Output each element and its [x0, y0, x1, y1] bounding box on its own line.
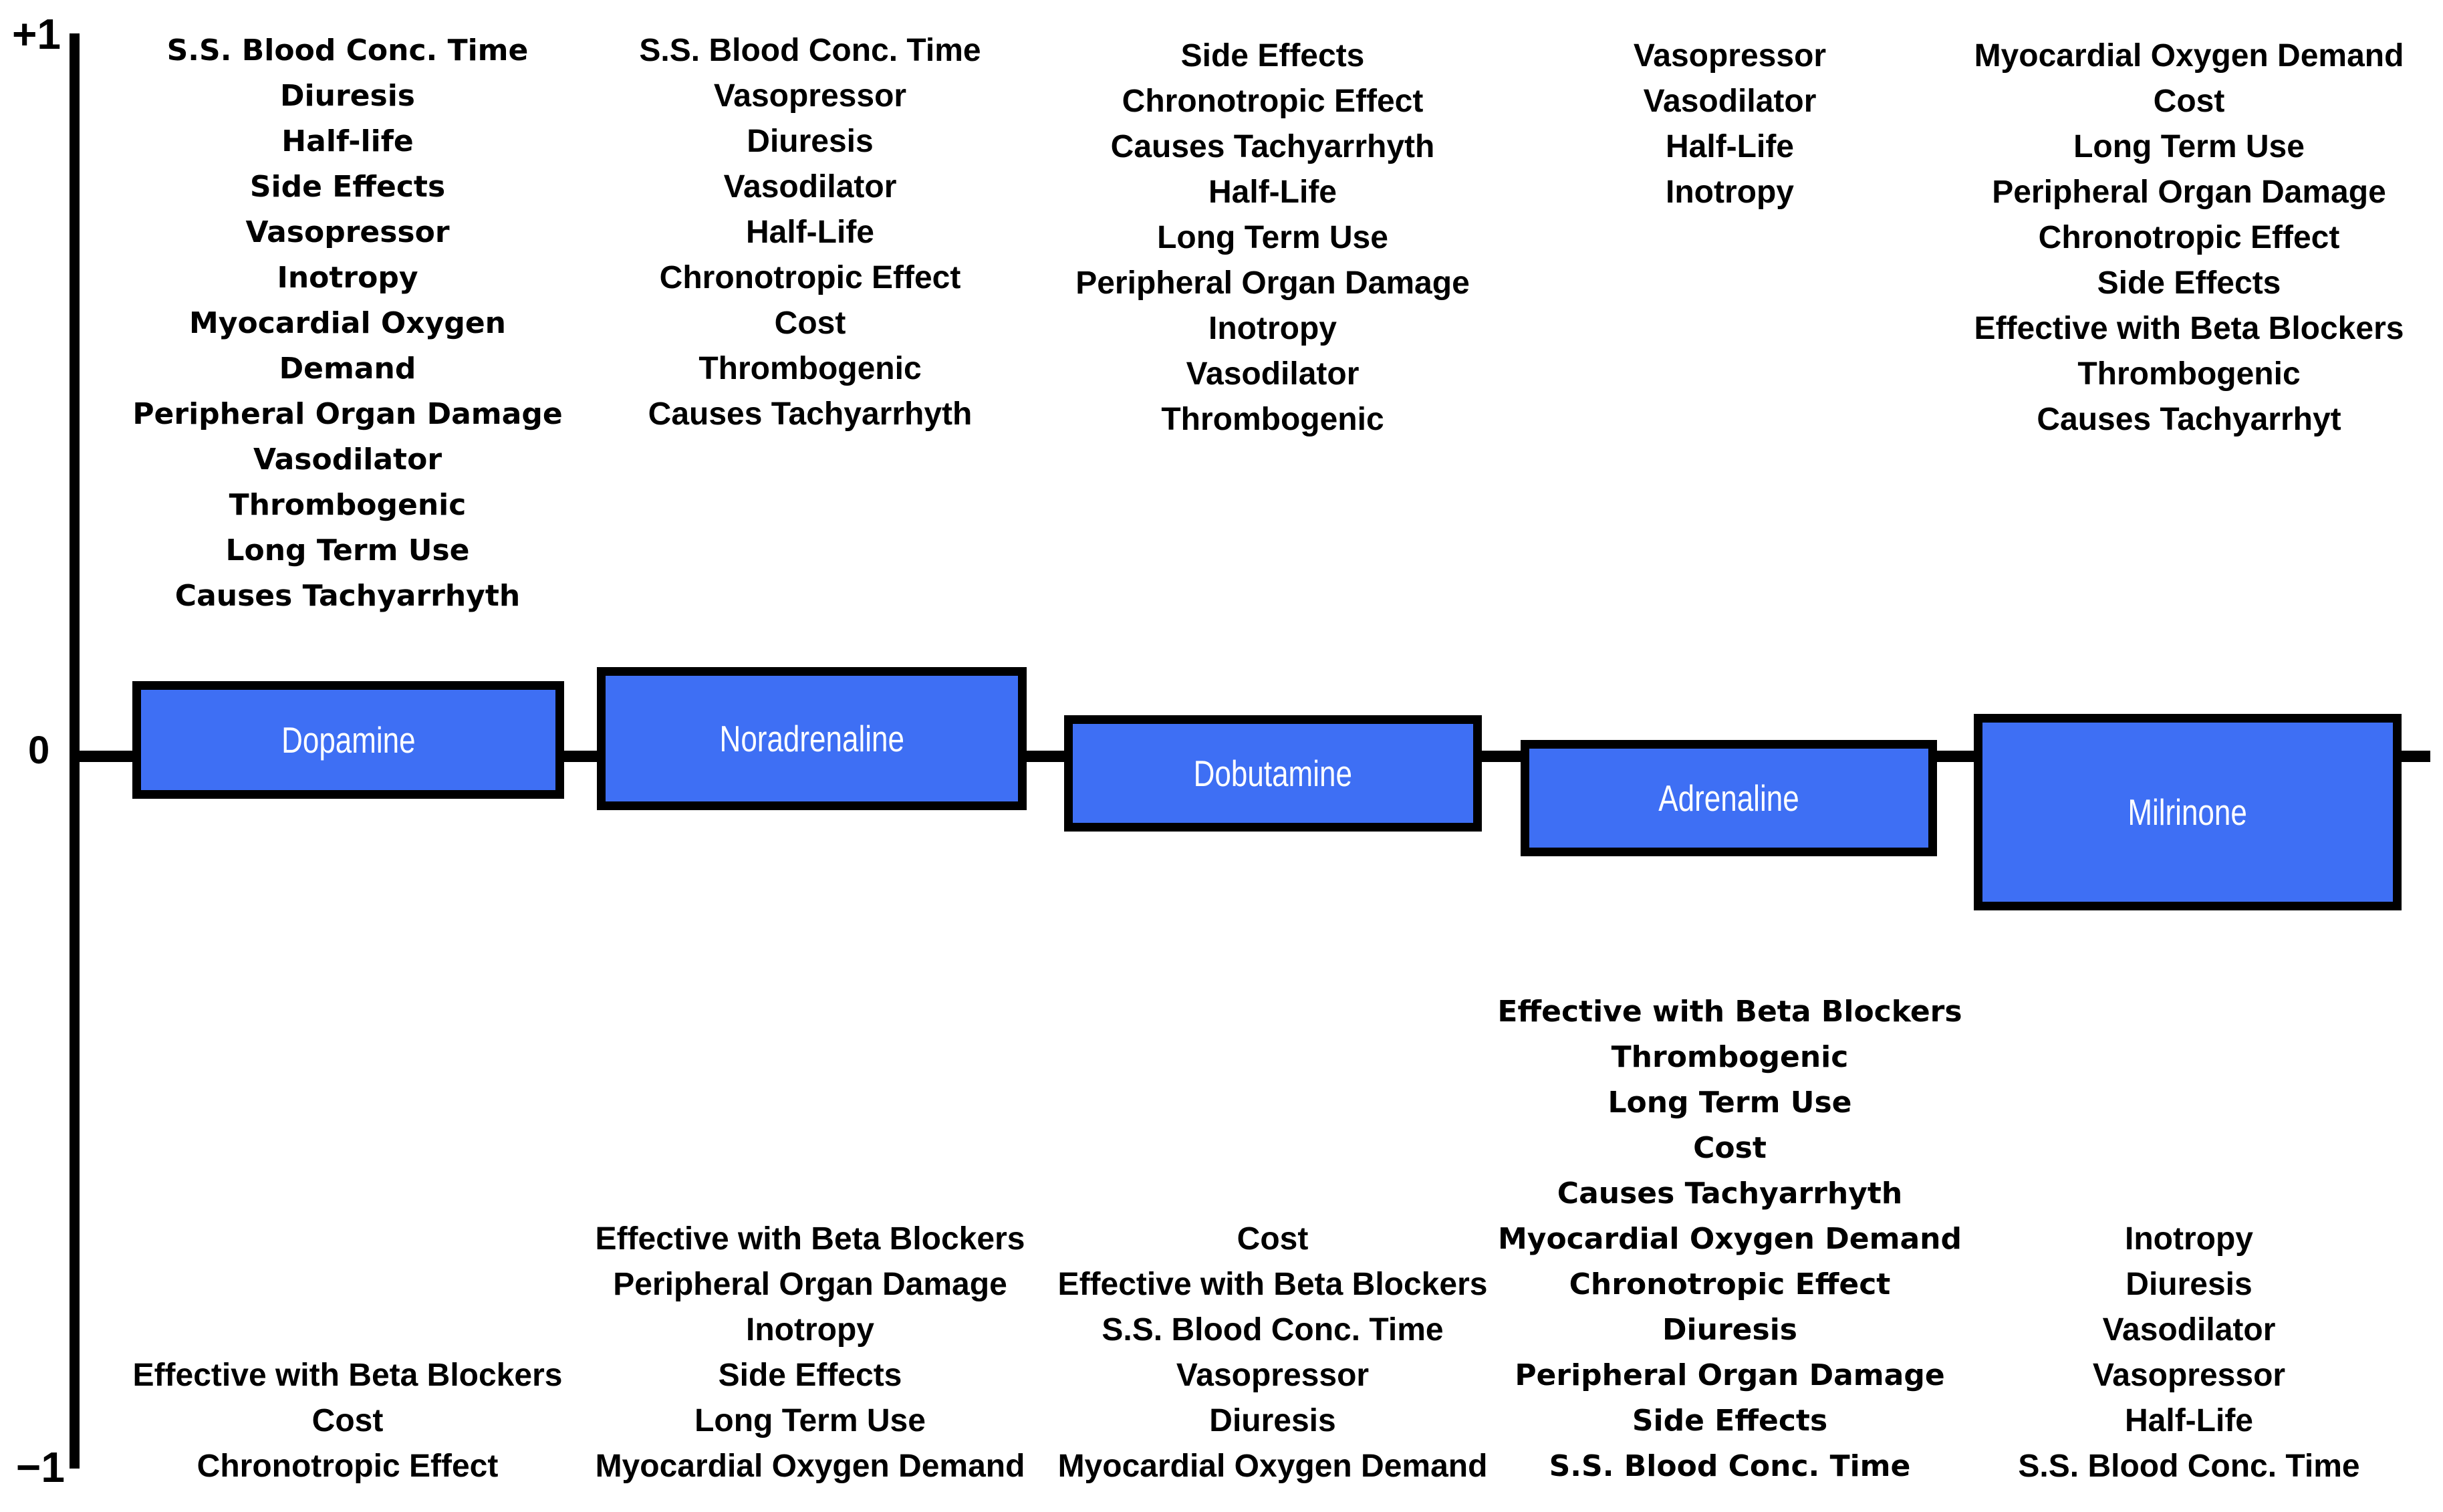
attribute-label: Inotropy: [1208, 311, 1337, 346]
attribute-label: Thrombogenic: [1161, 402, 1384, 437]
attribute-label: Peripheral Organ Damage: [1075, 265, 1470, 301]
dopamine-box[interactable]: Dopamine: [132, 681, 564, 799]
attribute-label: Half-Life: [1666, 129, 1794, 164]
attribute-label: Peripheral Organ Damage: [1992, 174, 2386, 210]
attribute-label: Effective with Beta Blockers: [595, 1221, 1025, 1257]
attribute-label: Vasodilator: [253, 443, 442, 477]
attribute-label: Diuresis: [280, 79, 415, 113]
attribute-label: Vasopressor: [2092, 1358, 2286, 1393]
adrenaline-label: Adrenaline: [1658, 777, 1799, 819]
attribute-label: Long Term Use: [2073, 129, 2305, 164]
attribute-label: Inotropy: [746, 1312, 874, 1348]
attribute-label: S.S. Blood Conc. Time: [2018, 1448, 2360, 1484]
attribute-label: Effective with Beta Blockers: [1497, 995, 1962, 1029]
attribute-label: S.S. Blood Conc. Time: [1102, 1312, 1444, 1348]
attribute-label: Vasopressor: [1633, 38, 1827, 74]
attribute-label: Myocardial Oxygen Demand: [1057, 1448, 1488, 1484]
attribute-label: Causes Tachyarrhyt: [2037, 402, 2341, 437]
attribute-label: Side Effects: [1632, 1404, 1828, 1438]
attribute-label: Cost: [774, 305, 846, 341]
attribute-label: Diuresis: [1662, 1313, 1797, 1347]
attribute-label: Cost: [311, 1403, 384, 1438]
attribute-label: Demand: [279, 352, 416, 386]
attribute-label: Chronotropic Effect: [1569, 1267, 1891, 1301]
noradrenaline-label: Noradrenaline: [719, 718, 904, 759]
y-axis-label-plus-one: +1: [12, 10, 61, 58]
dopamine-label: Dopamine: [281, 719, 416, 761]
milrinone-box[interactable]: Milrinone: [1974, 714, 2402, 910]
milrinone-label: Milrinone: [2128, 791, 2248, 833]
attribute-label: Causes Tachyarrhyth: [648, 396, 973, 432]
attribute-label: Myocardial Oxygen Demand: [1497, 1222, 1962, 1256]
attribute-label: Inotropy: [277, 261, 418, 295]
attribute-label: Vasodilator: [2102, 1312, 2276, 1348]
attribute-label: Diuresis: [1209, 1403, 1336, 1438]
attribute-label: Cost: [1693, 1131, 1767, 1165]
attribute-label: Effective with Beta Blockers: [1974, 311, 2404, 346]
attribute-label: Chronotropic Effect: [197, 1448, 499, 1484]
y-axis-label-minus-one: −1: [16, 1443, 65, 1491]
attribute-label: Thrombogenic: [2077, 356, 2301, 392]
attribute-label: Inotropy: [1666, 174, 1794, 210]
attribute-label: Side Effects: [1180, 38, 1365, 74]
attribute-label: Effective with Beta Blockers: [132, 1358, 563, 1393]
attribute-label: Side Effects: [718, 1358, 902, 1393]
attribute-label: Half-life: [281, 124, 414, 158]
adrenaline-box[interactable]: Adrenaline: [1521, 740, 1937, 856]
attribute-label: Causes Tachyarrhyth: [174, 579, 521, 613]
attribute-label: Vasodilator: [1186, 356, 1360, 392]
attribute-label: Myocardial Oxygen Demand: [595, 1448, 1025, 1484]
attribute-label: S.S. Blood Conc. Time: [639, 33, 981, 68]
attribute-label: Thrombogenic: [698, 351, 922, 386]
attribute-label: Peripheral Organ Damage: [613, 1267, 1007, 1302]
attribute-label: Chronotropic Effect: [659, 260, 961, 295]
attribute-label: Diuresis: [747, 124, 874, 159]
y-axis-label-zero: 0: [28, 729, 50, 772]
attribute-label: Vasopressor: [1176, 1358, 1370, 1393]
attribute-label: Half-Life: [1208, 174, 1337, 210]
attribute-label: Myocardial Oxygen Demand: [1974, 38, 2404, 74]
attribute-label: Thrombogenic: [1611, 1040, 1849, 1074]
attribute-label: Peripheral Organ Damage: [1515, 1358, 1945, 1392]
attribute-label: Vasopressor: [245, 215, 450, 249]
attribute-label: Myocardial Oxygen: [189, 306, 506, 340]
attribute-label: Cost: [1237, 1221, 1309, 1257]
attribute-label: S.S. Blood Conc. Time: [166, 33, 529, 68]
attribute-label: Inotropy: [2125, 1221, 2253, 1257]
attribute-label: Long Term Use: [225, 533, 470, 568]
attribute-label: Diuresis: [2126, 1267, 2253, 1302]
attribute-label: Causes Tachyarrhyth: [1557, 1176, 1903, 1211]
attribute-label: Long Term Use: [1157, 220, 1388, 255]
attribute-label: Chronotropic Effect: [1122, 84, 1424, 119]
attribute-label: Peripheral Organ Damage: [132, 397, 563, 431]
dobutamine-box[interactable]: Dobutamine: [1064, 715, 1482, 832]
attribute-label: Half-Life: [2125, 1403, 2253, 1438]
attribute-label: Causes Tachyarrhyth: [1110, 129, 1435, 164]
attribute-label: Vasodilator: [1643, 84, 1817, 119]
attribute-label: Chronotropic Effect: [2038, 220, 2340, 255]
attribute-label: Vasopressor: [713, 78, 907, 114]
attribute-label: Thrombogenic: [229, 488, 467, 522]
attribute-label: Half-Life: [746, 215, 874, 250]
dobutamine-label: Dobutamine: [1193, 753, 1353, 794]
attribute-label: Side Effects: [249, 170, 446, 204]
noradrenaline-box[interactable]: Noradrenaline: [597, 667, 1027, 810]
attribute-label: Effective with Beta Blockers: [1057, 1267, 1488, 1302]
attribute-label: Long Term Use: [694, 1403, 926, 1438]
attribute-label: Vasodilator: [723, 169, 897, 205]
attribute-label: Long Term Use: [1608, 1086, 1852, 1120]
attribute-label: Cost: [2153, 84, 2225, 119]
attribute-label: S.S. Blood Conc. Time: [1549, 1449, 1911, 1483]
attribute-label: Side Effects: [2097, 265, 2281, 301]
